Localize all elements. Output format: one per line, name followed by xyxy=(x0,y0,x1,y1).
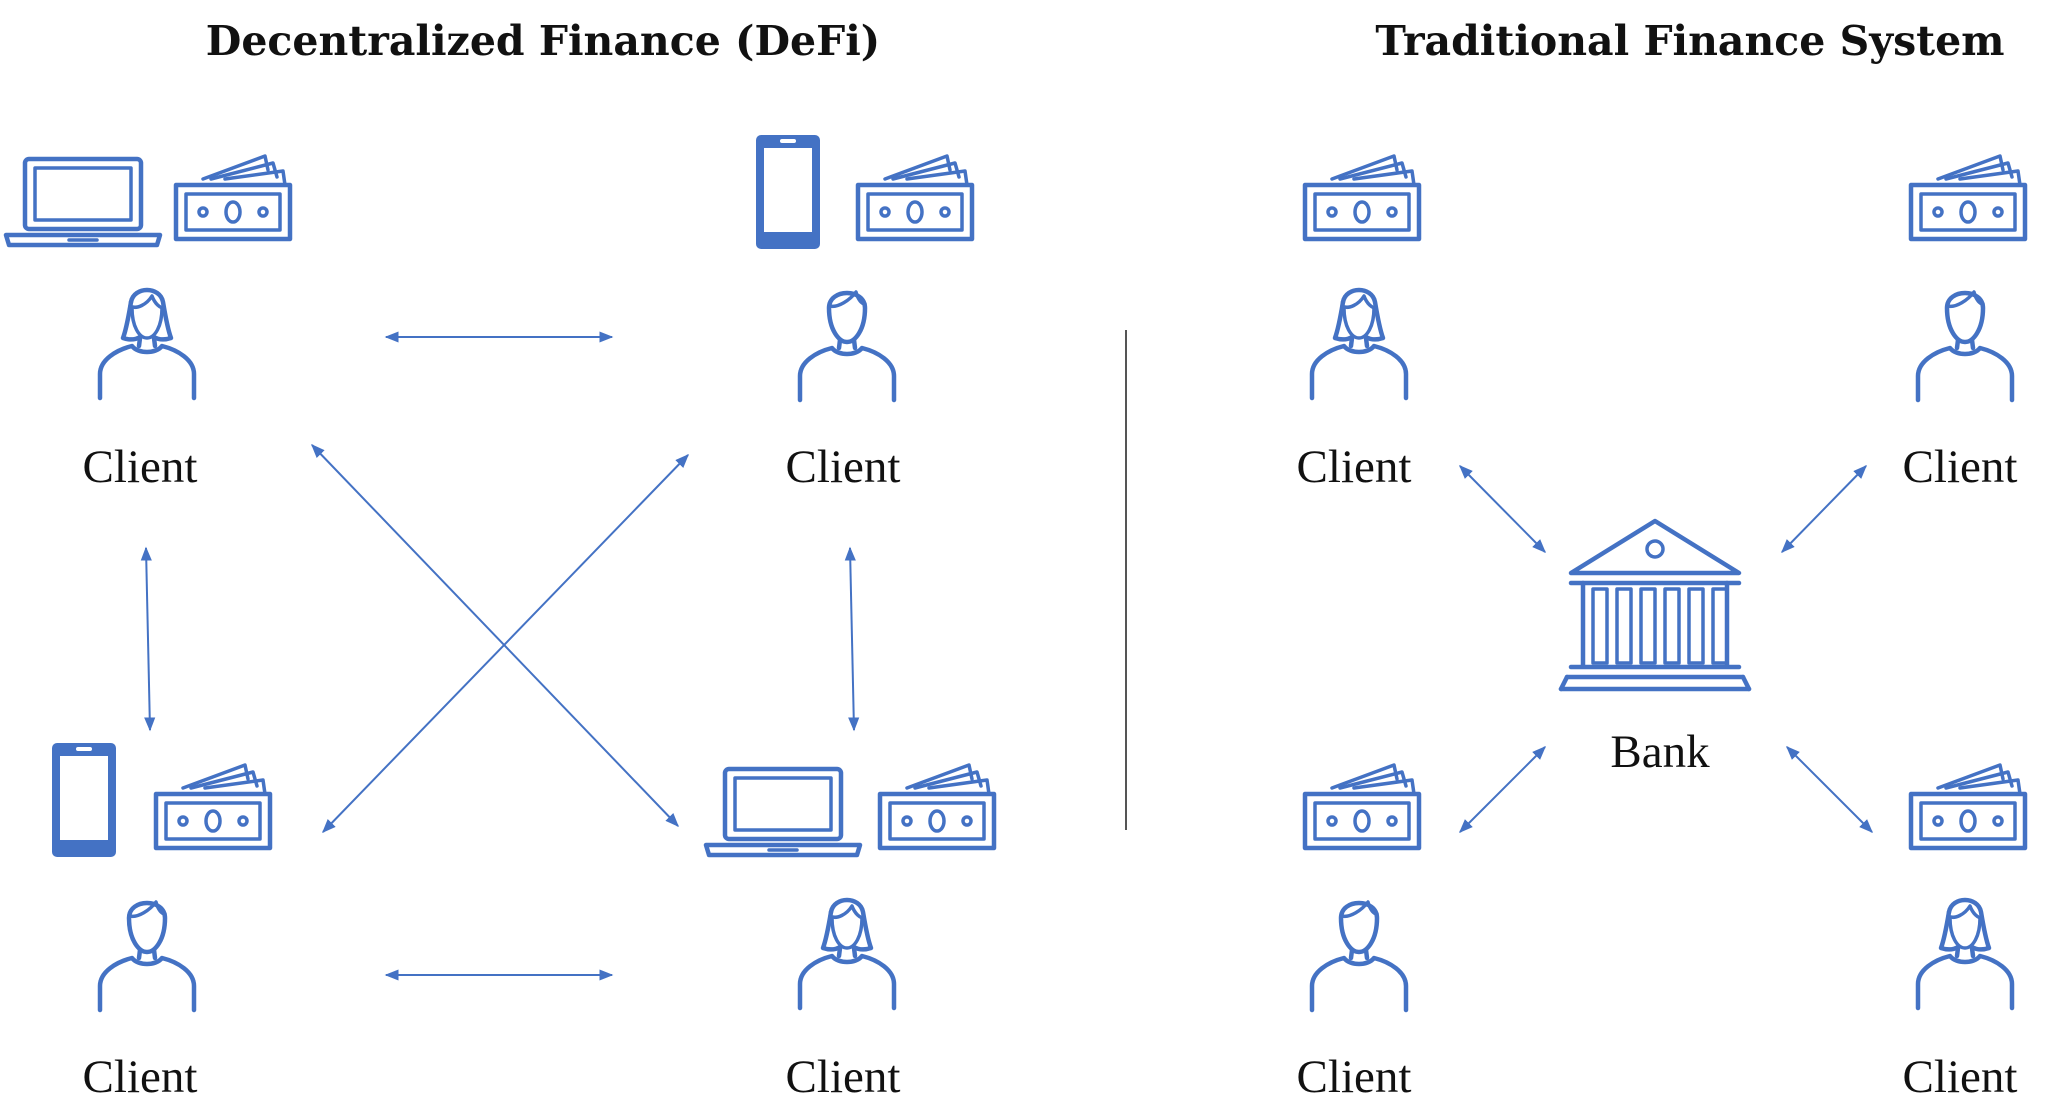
male-person-icon xyxy=(1312,902,1406,1010)
client-label: Client xyxy=(83,1051,198,1103)
money-icon xyxy=(880,765,994,848)
traditional-client-bottom-left: Client xyxy=(1297,765,1419,1103)
p2p-arrow-left xyxy=(140,546,156,732)
female-person-icon xyxy=(1312,290,1406,398)
traditional-finance-title: Traditional Finance System xyxy=(1375,17,2004,65)
female-person-icon xyxy=(1918,900,2012,1008)
money-icon xyxy=(858,156,972,239)
defi-client-top-left: Client xyxy=(6,156,290,493)
client-label: Client xyxy=(786,441,901,493)
female-person-icon xyxy=(800,900,894,1008)
smartphone-icon xyxy=(52,743,116,857)
money-icon xyxy=(1911,156,2025,239)
money-icon xyxy=(1305,765,1419,848)
bank-arrow-top-left xyxy=(1459,465,1546,553)
money-icon xyxy=(1305,156,1419,239)
p2p-arrow-diagonal-up xyxy=(322,453,689,834)
bank-arrow-bottom-right xyxy=(1786,746,1873,833)
male-person-icon xyxy=(100,902,194,1010)
money-icon xyxy=(176,156,290,239)
bank-arrow-top-right xyxy=(1781,464,1867,554)
defi-client-bottom-right: Client xyxy=(706,765,994,1103)
traditional-client-top-left: Client xyxy=(1297,156,1419,493)
p2p-arrow-diagonal-down xyxy=(311,443,679,828)
laptop-icon xyxy=(706,769,860,855)
traditional-client-bottom-right: Client xyxy=(1903,765,2025,1103)
money-icon xyxy=(1911,765,2025,848)
defi-title: Decentralized Finance (DeFi) xyxy=(206,17,880,65)
bank-label: Bank xyxy=(1610,726,1710,778)
client-label: Client xyxy=(1297,441,1412,493)
client-label: Client xyxy=(786,1051,901,1103)
client-label: Client xyxy=(1297,1051,1412,1103)
traditional-client-top-right: Client xyxy=(1903,156,2025,493)
client-label: Client xyxy=(83,441,198,493)
bank-arrow-bottom-left xyxy=(1459,746,1546,833)
bank-node: Bank xyxy=(1561,521,1749,778)
bank-building-icon xyxy=(1561,521,1749,689)
laptop-icon xyxy=(6,159,160,245)
p2p-arrow-right xyxy=(844,546,860,732)
defi-client-top-right: Client xyxy=(756,135,972,493)
male-person-icon xyxy=(1918,292,2012,400)
money-icon xyxy=(156,765,270,848)
defi-client-bottom-left: Client xyxy=(52,743,270,1103)
female-person-icon xyxy=(100,290,194,398)
client-label: Client xyxy=(1903,441,2018,493)
client-label: Client xyxy=(1903,1051,2018,1103)
smartphone-icon xyxy=(756,135,820,249)
male-person-icon xyxy=(800,292,894,400)
